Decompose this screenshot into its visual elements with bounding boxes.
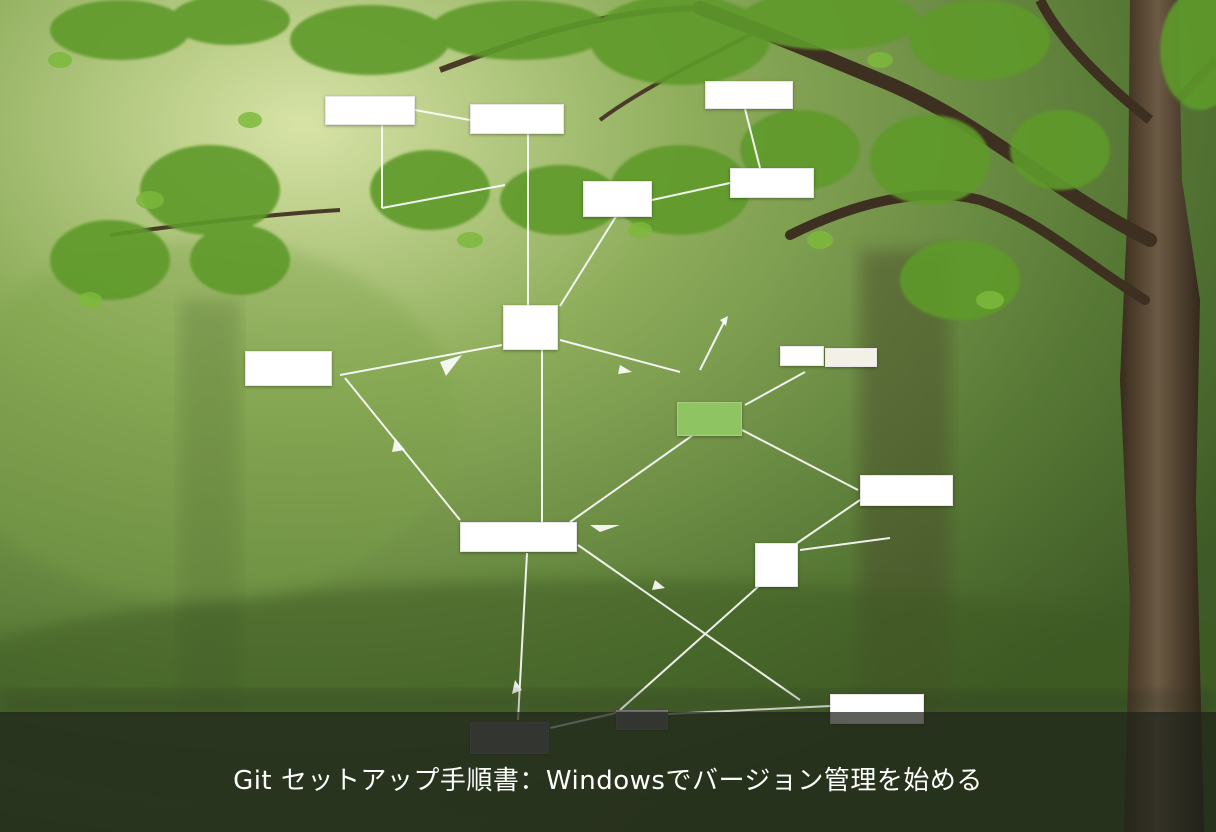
diagram-node (755, 543, 798, 587)
diagram-node (860, 475, 953, 506)
diagram-node (503, 305, 558, 350)
diagram-node (730, 168, 814, 198)
diagram-node (470, 104, 564, 134)
diagram-node (460, 522, 577, 552)
diagram-node (583, 181, 652, 217)
diagram-node (705, 81, 793, 109)
image-caption: Git セットアップ手順書：Windowsでバージョン管理を始める (233, 766, 983, 796)
diagram-node (825, 348, 877, 367)
diagram-node-highlighted (677, 402, 742, 436)
caption-band (0, 712, 1216, 832)
diagram-node (325, 96, 415, 125)
diagram-node (780, 346, 824, 366)
diagram-node (245, 351, 332, 386)
